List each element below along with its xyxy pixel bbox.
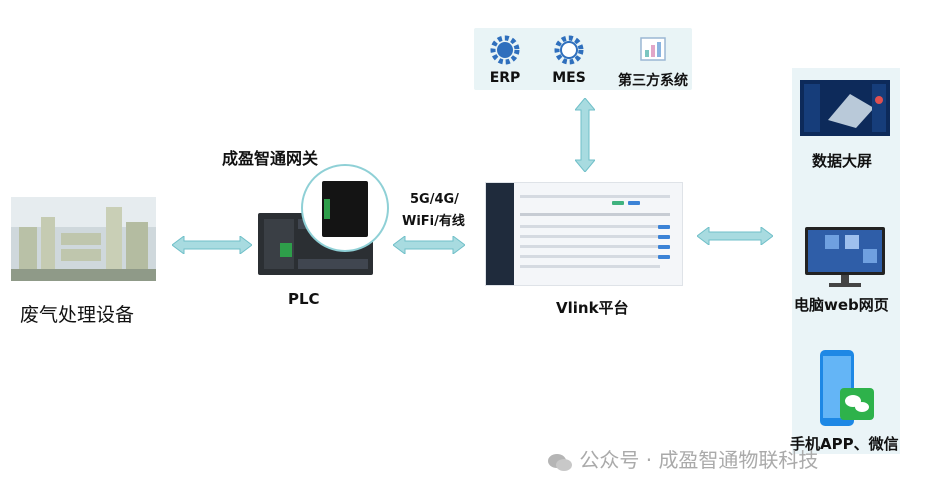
bidirectional-arrow-equipment-plc: [172, 236, 252, 254]
wechat-logo-icon: [547, 452, 573, 472]
network-label-line2: WiFi/有线: [402, 214, 465, 229]
computer-monitor-icon: [805, 227, 885, 293]
mobile-wechat-icon: [818, 350, 878, 434]
bidirectional-arrow-platform-systems: [575, 98, 595, 172]
system-third-party-label: 第三方系统: [618, 73, 688, 89]
mes-gear-icon: [554, 35, 584, 65]
third-party-chart-icon: [640, 37, 666, 61]
external-systems-panel: ERP MES 第三方系统: [474, 28, 692, 90]
watermark: 公众号 · 成盈智通物联科技: [547, 444, 818, 473]
bidirectional-arrow-plc-platform: [393, 236, 465, 254]
system-mes-label: MES: [552, 70, 586, 86]
platform-sidebar: [486, 183, 514, 285]
erp-gear-icon: [490, 35, 520, 65]
watermark-brand: 公众号: [579, 448, 640, 472]
client-mobile-label: 手机APP、微信: [790, 435, 899, 453]
system-erp-label: ERP: [489, 70, 521, 86]
gateway-label: 成盈智通网关: [222, 149, 319, 168]
waste-gas-equipment-image: [11, 197, 156, 281]
vlink-platform-screenshot: [485, 182, 683, 286]
client-dashboard-label: 数据大屏: [812, 152, 873, 170]
network-label-line1: 5G/4G/: [410, 192, 459, 207]
gateway-device-circle: [300, 163, 390, 253]
client-web-label: 电脑web网页: [794, 296, 889, 314]
watermark-separator: ·: [645, 448, 653, 472]
equipment-label: 废气处理设备: [20, 304, 135, 326]
system-mes: MES: [550, 34, 588, 86]
system-erp: ERP: [486, 34, 524, 86]
bidirectional-arrow-platform-clients: [697, 227, 773, 245]
watermark-company: 成盈智通物联科技: [658, 448, 819, 472]
system-third-party: 第三方系统: [616, 34, 690, 90]
dashboard-screen-icon: [800, 80, 890, 140]
plc-label: PLC: [288, 290, 320, 308]
platform-label: Vlink平台: [556, 299, 629, 317]
